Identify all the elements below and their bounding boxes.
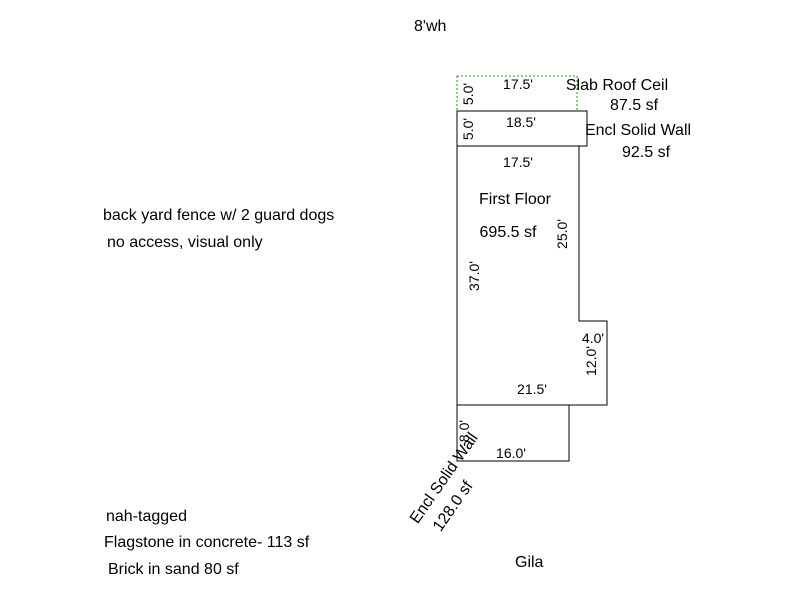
encl-wall-top-area: 92.5 sf [622,144,671,161]
tag-note: nah-tagged [106,508,187,525]
first-floor-jog-depth: 12.0' [583,346,599,376]
encl-wall-bottom-outline [456,404,570,462]
first-floor-bottom-width: 21.5' [517,381,547,397]
first-floor-area: 695.5 sf [480,224,537,241]
slab-roof-depth: 5.0' [460,83,476,105]
first-floor-right-depth: 25.0' [554,219,570,249]
fence-note-line1: back yard fence w/ 2 guard dogs [103,207,335,224]
encl-wall-top-depth: 5.0' [460,118,476,140]
location-label: Gila [515,554,544,571]
first-floor-jog-width: 4.0' [582,330,604,346]
slab-roof-width: 17.5' [503,76,533,92]
slab-roof-outline [456,75,578,112]
slab-roof-area: 87.5 sf [610,97,659,114]
first-floor-left-depth: 37.0' [466,261,482,291]
encl-wall-bottom-width: 16.0' [496,445,526,461]
first-floor-name: First Floor [479,191,552,208]
flagstone-note: Flagstone in concrete- 113 sf [104,534,310,551]
encl-wall-top-name: Encl Solid Wall [585,122,691,139]
first-floor-top-width: 17.5' [503,154,533,170]
encl-wall-bottom-depth: 8.0' [456,420,472,442]
brick-note: Brick in sand 80 sf [108,561,239,578]
encl-wall-top-width: 18.5' [506,114,536,130]
fence-note-line2: no access, visual only [107,234,263,251]
slab-roof-name: Slab Roof Ceil [566,77,668,94]
wall-height-label: 8'wh [414,18,447,35]
